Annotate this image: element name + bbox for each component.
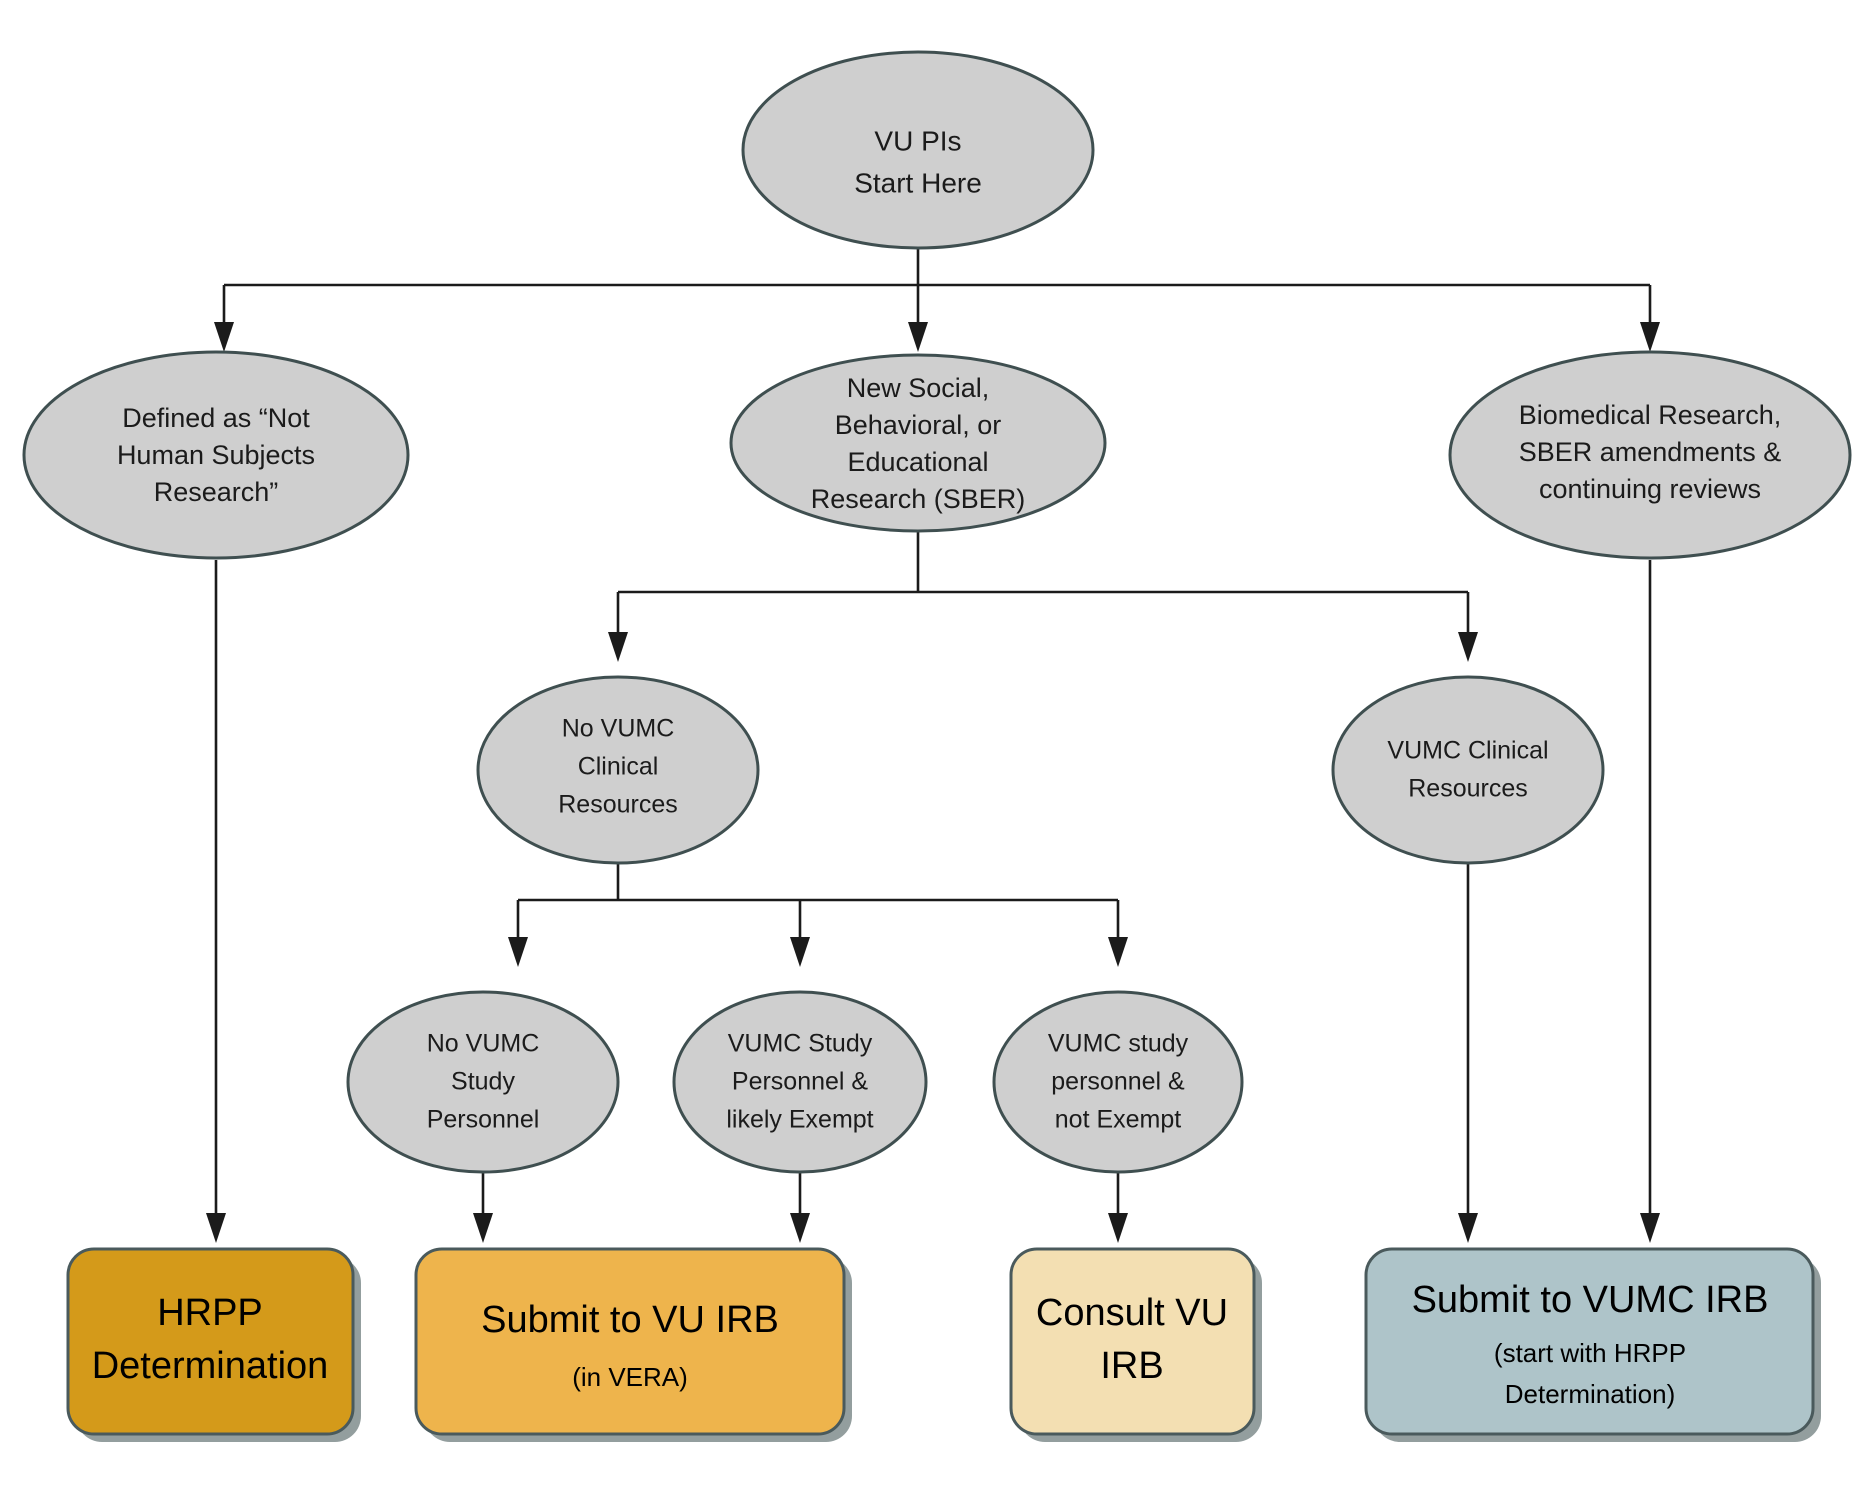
outcome-consult-vu-irb[interactable]: Consult VU IRB bbox=[1009, 1247, 1262, 1442]
node-vu-pis-start-here[interactable]: VU PIs Start Here bbox=[741, 50, 1095, 250]
vu-pis-start-here-line-1: VU PIs bbox=[874, 125, 961, 156]
node-no-vumc-clinical-resources[interactable]: No VUMC Clinical Resources bbox=[476, 675, 760, 865]
arrowhead-vumc-study-exempt bbox=[790, 937, 810, 967]
biomedical-ellipse bbox=[1448, 350, 1852, 560]
sber-line-3: Educational bbox=[847, 447, 988, 477]
sber-ellipse bbox=[729, 353, 1107, 533]
not-human-subjects-ellipse bbox=[22, 350, 410, 560]
no-vumc-clinical-line-2: Clinical bbox=[578, 753, 659, 781]
arrowhead-no-vumc-study-personnel bbox=[508, 937, 528, 967]
hrpp-label-line-2: Determination bbox=[92, 1345, 329, 1387]
not-human-subjects-line-2: Human Subjects bbox=[117, 440, 315, 470]
not-human-subjects-line-3: Research” bbox=[154, 477, 279, 507]
node-no-vumc-study-personnel[interactable]: No VUMC Study Personnel bbox=[346, 990, 620, 1174]
node-vumc-clinical-resources[interactable]: VUMC Clinical Resources bbox=[1331, 675, 1605, 865]
outcome-hrpp-determination[interactable]: HRPP Determination bbox=[66, 1247, 361, 1442]
vumc-irb-sublabel-line-1: (start with HRPP bbox=[1494, 1338, 1686, 1368]
vu-pis-start-here-line-2: Start Here bbox=[854, 167, 982, 198]
biomedical-line-3: continuing reviews bbox=[1539, 474, 1761, 504]
no-vumc-clinical-line-1: No VUMC bbox=[562, 715, 675, 743]
arrowhead-vumc-irb-right bbox=[1640, 1213, 1660, 1243]
arrowhead-vumc-clinical bbox=[1458, 632, 1478, 662]
vumc-irb-box bbox=[1364, 1247, 1815, 1436]
vumc-irb-label-line-1: Submit to VUMC IRB bbox=[1412, 1279, 1769, 1321]
not-human-subjects-line-1: Defined as “Not bbox=[122, 403, 310, 433]
vumc-study-exempt-line-2: Personnel & bbox=[732, 1068, 869, 1096]
arrowhead-hrpp bbox=[206, 1213, 226, 1243]
outcome-submit-to-vu-irb[interactable]: Submit to VU IRB (in VERA) bbox=[414, 1247, 852, 1442]
arrowhead-consult bbox=[1108, 1213, 1128, 1243]
connector-layer bbox=[206, 248, 1660, 1243]
vu-irb-box bbox=[414, 1247, 846, 1436]
node-vumc-study-personnel-not-exempt[interactable]: VUMC study personnel & not Exempt bbox=[992, 990, 1244, 1174]
arrowhead-biomedical bbox=[1640, 322, 1660, 352]
arrowhead-vumc-irb-left bbox=[1458, 1213, 1478, 1243]
vumc-clinical-ellipse bbox=[1331, 675, 1605, 865]
node-new-social-behavioral-educational-research[interactable]: New Social, Behavioral, or Educational R… bbox=[729, 353, 1107, 533]
vumc-study-not-exempt-ellipse bbox=[992, 990, 1244, 1174]
consult-box bbox=[1009, 1247, 1256, 1436]
no-vumc-study-personnel-line-2: Study bbox=[451, 1068, 515, 1096]
vumc-study-not-exempt-line-2: personnel & bbox=[1051, 1068, 1185, 1096]
no-vumc-study-personnel-line-3: Personnel bbox=[427, 1106, 540, 1134]
vumc-clinical-line-1: VUMC Clinical bbox=[1387, 737, 1548, 765]
no-vumc-clinical-ellipse bbox=[476, 675, 760, 865]
arrowhead-sber bbox=[908, 322, 928, 352]
hrpp-label-line-1: HRPP bbox=[157, 1292, 263, 1334]
arrowhead-vu-irb-right bbox=[790, 1213, 810, 1243]
outcome-submit-to-vumc-irb[interactable]: Submit to VUMC IRB (start with HRPP Dete… bbox=[1364, 1247, 1821, 1442]
biomedical-line-1: Biomedical Research, bbox=[1519, 400, 1782, 430]
vumc-study-exempt-ellipse bbox=[672, 990, 928, 1174]
node-biomedical-research-sber-amendments[interactable]: Biomedical Research, SBER amendments & c… bbox=[1448, 350, 1852, 560]
vumc-clinical-line-2: Resources bbox=[1408, 775, 1528, 803]
biomedical-line-2: SBER amendments & bbox=[1519, 437, 1782, 467]
vu-irb-sublabel-line-1: (in VERA) bbox=[572, 1362, 688, 1392]
vu-irb-label-line-1: Submit to VU IRB bbox=[481, 1299, 779, 1341]
consult-label-line-2: IRB bbox=[1100, 1345, 1163, 1387]
no-vumc-study-personnel-line-1: No VUMC bbox=[427, 1030, 540, 1058]
no-vumc-study-personnel-ellipse bbox=[346, 990, 620, 1174]
hrpp-box bbox=[66, 1247, 355, 1436]
arrowhead-vu-irb-left bbox=[473, 1213, 493, 1243]
sber-line-1: New Social, bbox=[847, 373, 990, 403]
node-defined-as-not-human-subjects-research[interactable]: Defined as “Not Human Subjects Research” bbox=[22, 350, 410, 560]
no-vumc-clinical-line-3: Resources bbox=[558, 791, 678, 819]
vumc-study-not-exempt-line-3: not Exempt bbox=[1055, 1106, 1182, 1134]
arrowhead-vumc-study-not-exempt bbox=[1108, 937, 1128, 967]
arrowhead-no-vumc-clinical bbox=[608, 632, 628, 662]
vumc-irb-sublabel-line-2: Determination) bbox=[1505, 1379, 1676, 1409]
consult-label-line-1: Consult VU bbox=[1036, 1292, 1228, 1334]
sber-line-4: Research (SBER) bbox=[811, 484, 1026, 514]
sber-line-2: Behavioral, or bbox=[835, 410, 1002, 440]
node-vumc-study-personnel-likely-exempt[interactable]: VUMC Study Personnel & likely Exempt bbox=[672, 990, 928, 1174]
arrowhead-not-human-subjects bbox=[214, 322, 234, 352]
vumc-study-not-exempt-line-1: VUMC study bbox=[1048, 1030, 1189, 1058]
vu-pis-start-here-ellipse bbox=[741, 50, 1095, 250]
vumc-study-exempt-line-3: likely Exempt bbox=[726, 1106, 873, 1134]
vumc-study-exempt-line-1: VUMC Study bbox=[728, 1030, 873, 1058]
